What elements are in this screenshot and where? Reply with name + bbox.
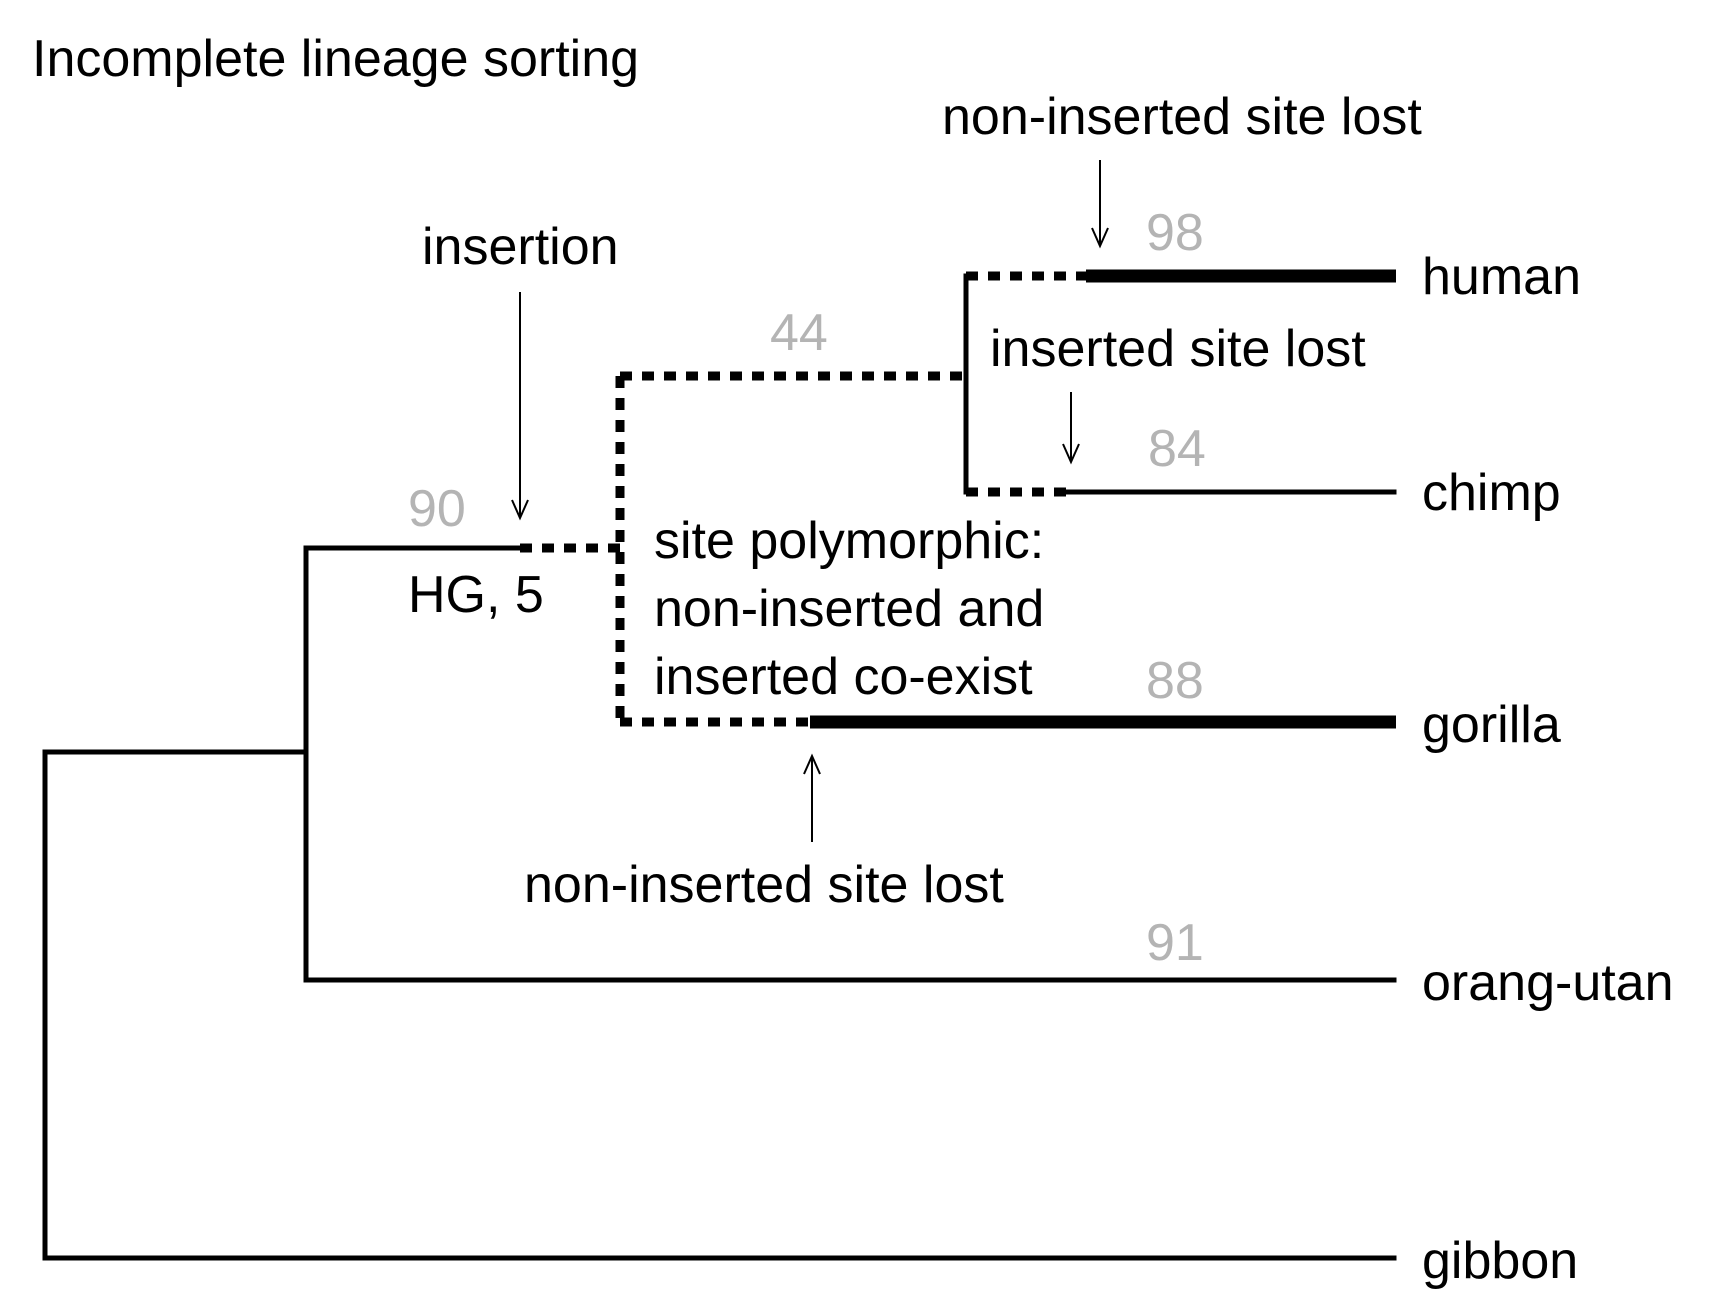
- diagram-title: Incomplete lineage sorting: [32, 30, 639, 88]
- inserted-loss-label: inserted site lost: [990, 320, 1366, 378]
- support-value-hcg-branch: 44: [770, 304, 828, 362]
- hg-node-label: HG, 5: [408, 566, 544, 624]
- annotation-arrows: [511, 160, 1109, 842]
- support-value-chimp-branch: 84: [1148, 420, 1206, 478]
- taxon-labels: human chimp gorilla orang-utan gibbon: [1422, 248, 1674, 1290]
- event-annotations: insertion non-inserted site lost inserte…: [422, 88, 1422, 914]
- polymorphic-label-line2: non-inserted and: [654, 580, 1044, 638]
- top-loss-arrow: [1091, 160, 1109, 249]
- insertion-arrow: [511, 292, 529, 521]
- bottom-loss-arrow: [803, 753, 821, 842]
- thick-branches: [810, 269, 1396, 729]
- polymorphic-label-line3: inserted co-exist: [654, 648, 1033, 706]
- support-values: 90 44 98 84 88 91: [408, 204, 1206, 972]
- support-value-gorilla-branch: 88: [1146, 652, 1204, 710]
- tree-branches: [42, 273, 1397, 1261]
- inserted-loss-arrow: [1062, 392, 1080, 465]
- bottom-loss-label: non-inserted site lost: [524, 856, 1004, 914]
- insertion-label: insertion: [422, 218, 619, 276]
- taxon-label-chimp: chimp: [1422, 464, 1561, 522]
- taxon-label-human: human: [1422, 248, 1581, 306]
- taxon-label-gorilla: gorilla: [1422, 696, 1561, 754]
- support-value-human-branch: 98: [1146, 204, 1204, 262]
- support-value-hg-node: 90: [408, 480, 466, 538]
- support-value-orangutan-branch: 91: [1146, 914, 1204, 972]
- taxon-label-gibbon: gibbon: [1422, 1232, 1578, 1290]
- taxon-label-orangutan: orang-utan: [1422, 954, 1674, 1012]
- polymorphic-label-line1: site polymorphic:: [654, 512, 1044, 570]
- top-loss-label: non-inserted site lost: [942, 88, 1422, 146]
- polymorphic-branches: [520, 271, 1086, 727]
